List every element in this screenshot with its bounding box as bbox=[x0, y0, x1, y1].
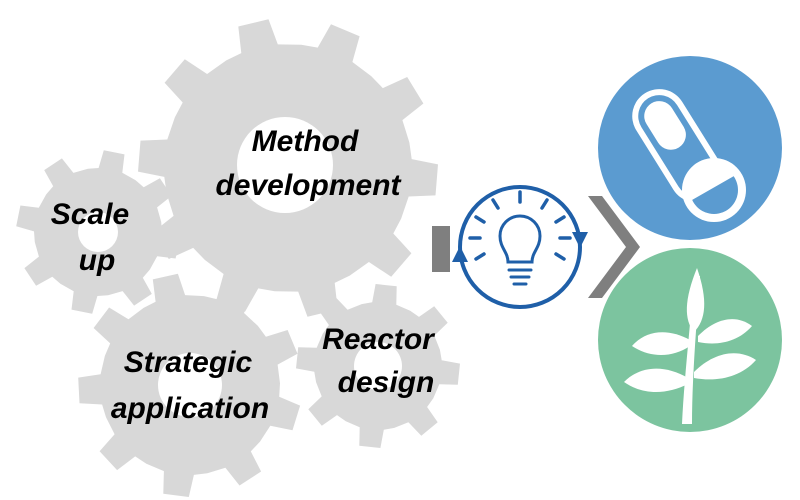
plant-leaf-top bbox=[686, 268, 705, 332]
gear-strategic-application: Strategic application bbox=[78, 273, 301, 497]
input-bracket-shape bbox=[432, 226, 450, 272]
plant-leaf-icon bbox=[624, 268, 756, 424]
gear-reactor-design: Reactor design bbox=[296, 284, 460, 448]
plant-leaf-right-1 bbox=[698, 319, 752, 344]
lightbulb-rays bbox=[468, 190, 572, 261]
plant-leaf-left-1 bbox=[632, 332, 690, 355]
gear-reactor-design-label-line1: Reactor bbox=[322, 323, 436, 356]
plant-leaf-left-2 bbox=[624, 368, 688, 392]
gear-scale-up-label-line1: Scale bbox=[51, 198, 129, 231]
gear-method-development-hole bbox=[237, 117, 333, 213]
gear-method-development-label-line2: development bbox=[215, 169, 402, 202]
gear-scale-up-hole bbox=[78, 212, 118, 252]
output-arrow-icon bbox=[588, 196, 640, 298]
gear-reactor-design-hole bbox=[354, 342, 402, 390]
gear-method-development: Method development bbox=[138, 19, 438, 317]
output-agro bbox=[598, 248, 782, 432]
cycle-arrow-up-icon bbox=[452, 246, 468, 262]
gear-strategic-application-hole bbox=[158, 353, 222, 417]
plant-leaf-right-2 bbox=[694, 353, 756, 380]
lightbulb-icon bbox=[468, 190, 572, 286]
gear-strategic-application-label-line1: Strategic bbox=[124, 346, 253, 379]
lightbulb-bulb bbox=[498, 214, 542, 264]
gear-scale-up-label-line2: up bbox=[79, 244, 116, 277]
capsule-top-half bbox=[644, 101, 686, 150]
cycle-ring bbox=[458, 185, 582, 309]
lightbulb-cycle-icon bbox=[452, 185, 588, 309]
gear-method-development-label-line1: Method bbox=[252, 125, 359, 158]
gear-scale-up: Scale up bbox=[16, 150, 180, 314]
gear-strategic-application-label-line2: application bbox=[111, 392, 269, 425]
output-pharma bbox=[598, 56, 782, 240]
tablet-half bbox=[688, 163, 734, 200]
cycle-arrow-down-icon bbox=[572, 232, 588, 248]
gear-reactor-design-label-line2: design bbox=[338, 366, 435, 399]
capsule-pill-icon bbox=[632, 89, 746, 222]
